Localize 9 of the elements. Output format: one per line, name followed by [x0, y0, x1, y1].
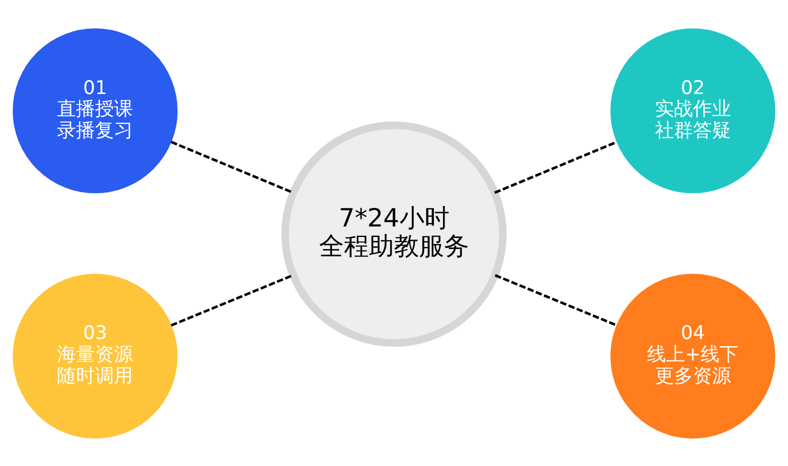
- connector: [494, 274, 618, 326]
- node-circle: 01 直播授课录播复习: [12, 28, 178, 193]
- node-circle: 03 海量资源随时调用: [12, 273, 178, 438]
- connector: [170, 140, 294, 194]
- connector: [170, 274, 294, 326]
- node-circle: 04 线上+线下更多资源: [610, 273, 776, 438]
- node-circle: 02 实战作业社群答疑: [610, 28, 776, 193]
- connector: [494, 140, 618, 194]
- node-circle: 7*24小时全程助教服务: [281, 121, 507, 346]
